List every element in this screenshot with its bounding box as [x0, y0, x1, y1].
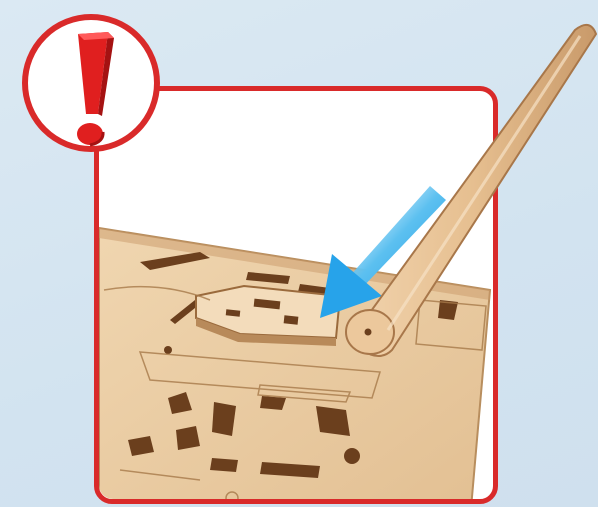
warning-badge	[25, 17, 157, 149]
